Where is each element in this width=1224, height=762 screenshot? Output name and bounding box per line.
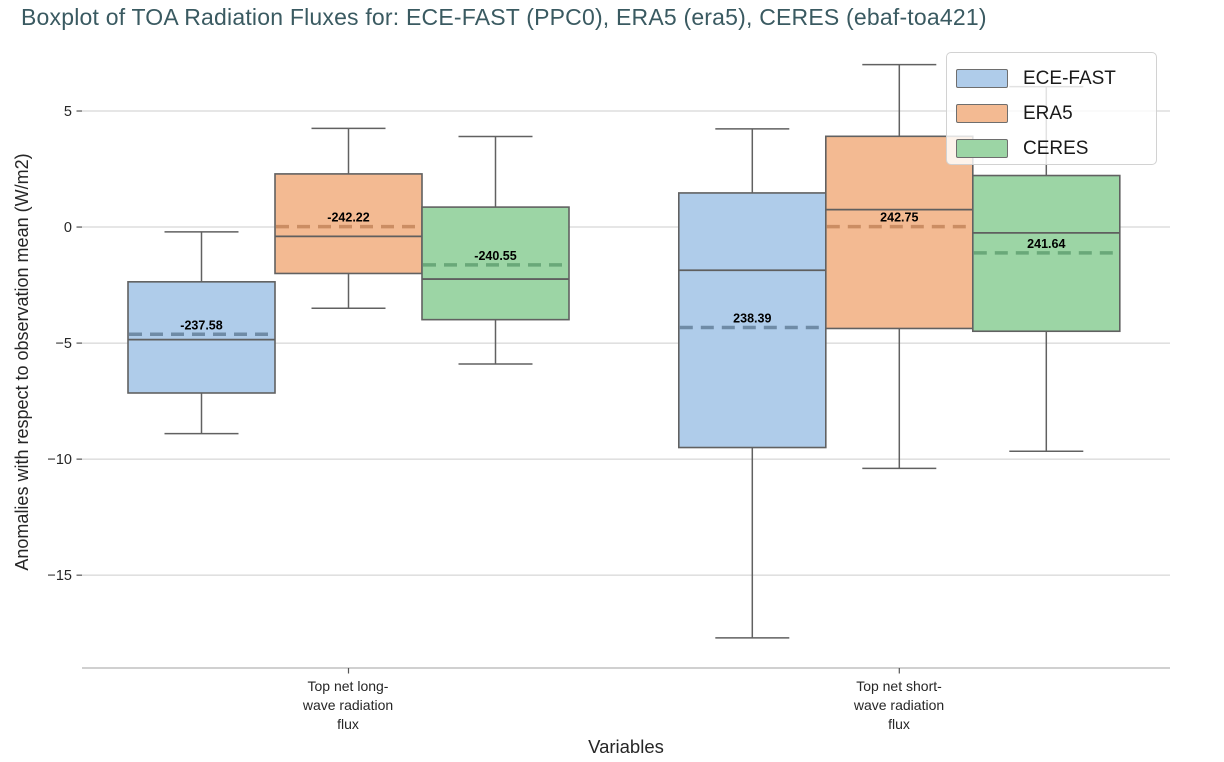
era5-swatch-icon	[956, 104, 1008, 123]
x-tick-line: wave radiation	[853, 697, 945, 714]
legend-label: ERA5	[1023, 102, 1073, 124]
ece-fast-swatch-icon	[956, 69, 1008, 88]
x-tick-line: Top net short-	[856, 678, 942, 694]
box-ceres-group2: 241.64	[971, 85, 1121, 452]
mean-value-label: -237.58	[180, 318, 222, 332]
ceres-swatch-icon	[956, 139, 1008, 158]
box-era5-group2: 242.75	[824, 63, 974, 470]
y-tick-label: 5	[64, 104, 72, 120]
y-tick-labels: 5 0 −5 −10 −15	[47, 104, 82, 584]
legend-item-ece-fast: ECE-FAST	[947, 61, 1156, 96]
x-tick-line: wave radiation	[302, 697, 394, 714]
chart-title: Boxplot of TOA Radiation Fluxes for: ECE…	[21, 4, 987, 30]
mean-value-label: -240.55	[474, 249, 516, 263]
box-ceres-group1: -240.55	[421, 135, 570, 365]
x-tick-line: flux	[888, 716, 910, 733]
x-tick-label-longwave: Top net long- wave radiation flux	[188, 677, 508, 735]
legend-item-era5: ERA5	[947, 96, 1156, 131]
mean-value-label: 238.39	[733, 312, 771, 326]
y-tick-label: −15	[47, 568, 72, 584]
box-ece-fast-group1: -237.58	[127, 231, 276, 435]
mean-value-label: 242.75	[880, 211, 918, 225]
legend-label: ECE-FAST	[1023, 67, 1116, 89]
box-era5-group1: -242.22	[274, 127, 423, 310]
box-ece-fast-group2: 238.39	[677, 128, 827, 639]
mean-value-label: 241.64	[1027, 237, 1065, 251]
y-tick-label: 0	[64, 220, 72, 236]
mean-value-label: -242.22	[327, 211, 369, 225]
x-tick-label-shortwave: Top net short- wave radiation flux	[739, 677, 1059, 735]
y-axis-label: Anomalies with respect to observation me…	[12, 153, 32, 571]
x-tick-line: Top net long-	[307, 678, 389, 694]
x-tick-line: flux	[337, 716, 359, 733]
legend-label: CERES	[1023, 137, 1089, 159]
legend: ECE-FAST ERA5 CERES	[946, 52, 1157, 165]
y-tick-label: −10	[47, 452, 72, 468]
legend-item-ceres: CERES	[947, 131, 1156, 166]
x-axis-label: Variables	[588, 736, 664, 757]
y-tick-label: −5	[55, 336, 72, 352]
